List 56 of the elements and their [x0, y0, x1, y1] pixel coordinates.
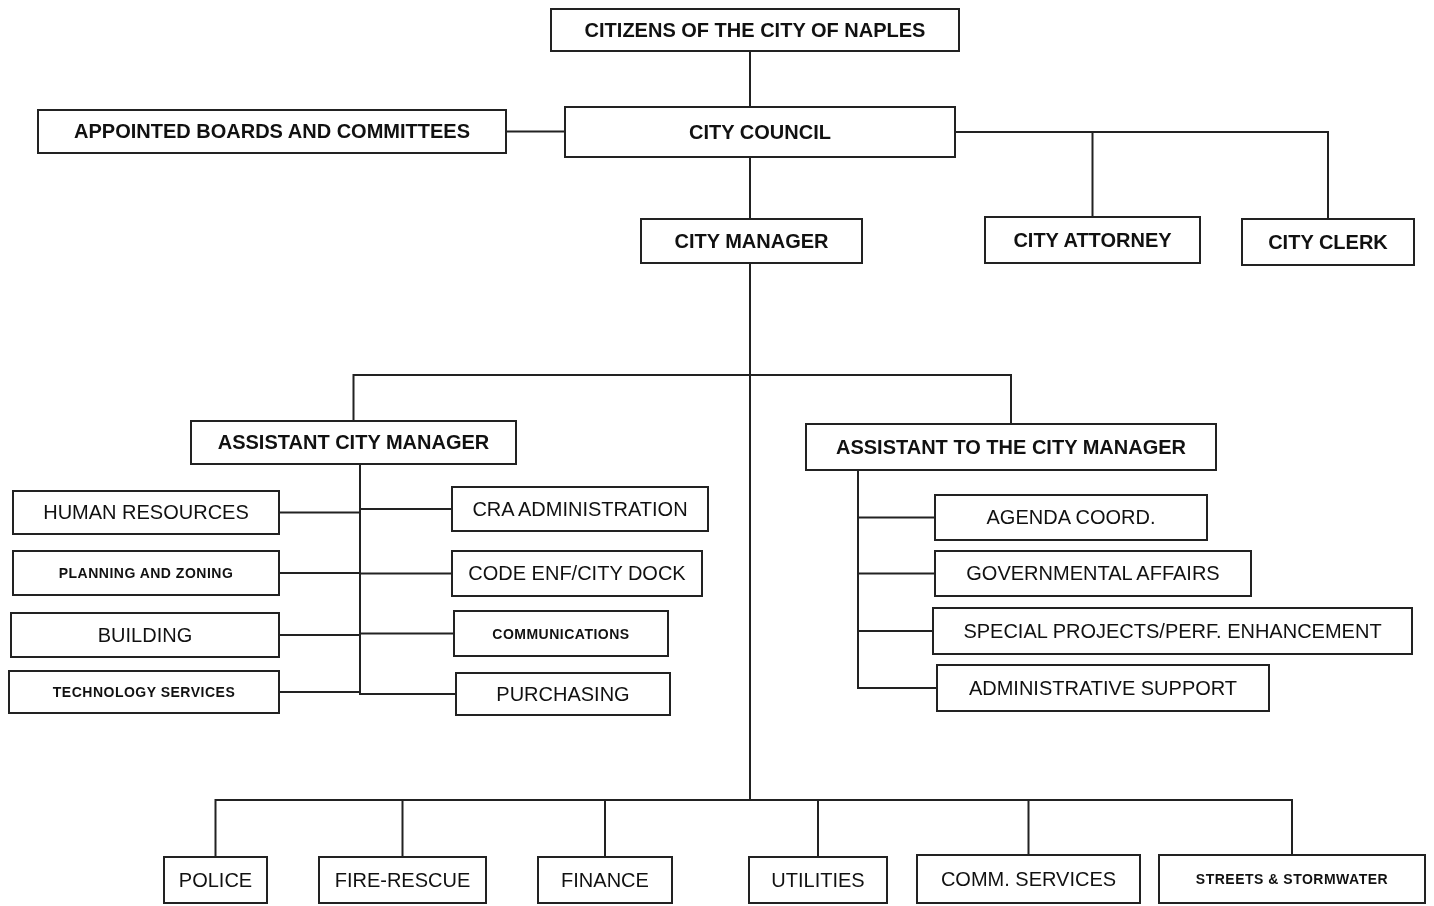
- org-box: [564, 106, 956, 158]
- org-box: [748, 856, 888, 904]
- org-box: [805, 423, 1217, 471]
- unit-name: ASSISTANT CITY MANAGER: [217, 431, 490, 454]
- unit-name: COMMUNICATIONS: [492, 625, 630, 642]
- connector-line: [749, 51, 751, 107]
- unit-name: FINANCE: [561, 868, 649, 892]
- org-box: [453, 610, 669, 657]
- unit-name: AGENDA COORD.: [986, 506, 1156, 529]
- unit-name: ASSISTANT TO THE CITY MANAGER: [836, 435, 1186, 459]
- org-box: [984, 216, 1201, 264]
- unit-name: CITIZENS OF THE CITY OF NAPLES: [584, 18, 926, 42]
- org-box: [934, 494, 1208, 541]
- unit-name: FIRE-RESCUE: [334, 868, 471, 892]
- org-box: [12, 550, 280, 596]
- unit-name: GOVERNMENTAL AFFAIRS: [966, 562, 1220, 585]
- org-box: [550, 8, 960, 52]
- connector-line: [506, 130, 565, 133]
- org-box: [932, 607, 1413, 655]
- unit-name: APPOINTED BOARDS AND COMMITTEES: [74, 120, 470, 143]
- org-box: [163, 856, 268, 904]
- org-box: [936, 664, 1270, 712]
- unit-name: CITY MANAGER: [674, 229, 829, 253]
- unit-name: BUILDING: [97, 623, 193, 647]
- connector-line: [749, 157, 751, 219]
- org-box: [8, 670, 280, 714]
- unit-name: CRA ADMINISTRATION: [472, 497, 688, 521]
- unit-name: STREETS & STORMWATER: [1195, 871, 1389, 887]
- unit-name: UTILITIES: [771, 868, 865, 892]
- org-box: [537, 856, 673, 904]
- unit-name: CITY COUNCIL: [689, 120, 831, 144]
- org-box: [640, 218, 863, 264]
- unit-name: HUMAN RESOURCES: [43, 501, 249, 524]
- unit-name: TECHNOLOGY SERVICES: [52, 684, 236, 700]
- org-box: [12, 490, 280, 535]
- unit-name: CODE ENF/CITY DOCK: [468, 562, 686, 585]
- org-box: [455, 672, 671, 716]
- org-box: [451, 550, 703, 597]
- org-box: [190, 420, 517, 465]
- org-box: [1158, 854, 1426, 904]
- org-box: [1241, 218, 1415, 266]
- unit-name: CITY CLERK: [1268, 230, 1388, 254]
- unit-name: PLANNING AND ZONING: [58, 565, 234, 581]
- unit-name: POLICE: [178, 868, 253, 892]
- unit-name: ADMINISTRATIVE SUPPORT: [968, 676, 1238, 700]
- unit-name: COMM. SERVICES: [940, 867, 1117, 891]
- org-box: [10, 612, 280, 658]
- org-box: [934, 550, 1252, 597]
- connector-line: [857, 470, 937, 689]
- unit-name: SPECIAL PROJECTS/PERF. ENHANCEMENT: [963, 619, 1382, 643]
- org-box: [37, 109, 507, 154]
- unit-name: CITY ATTORNEY: [1013, 228, 1172, 252]
- unit-name: PURCHASING: [496, 682, 630, 706]
- org-box: [451, 486, 709, 532]
- org-box: [318, 856, 487, 904]
- org-box: [916, 854, 1141, 904]
